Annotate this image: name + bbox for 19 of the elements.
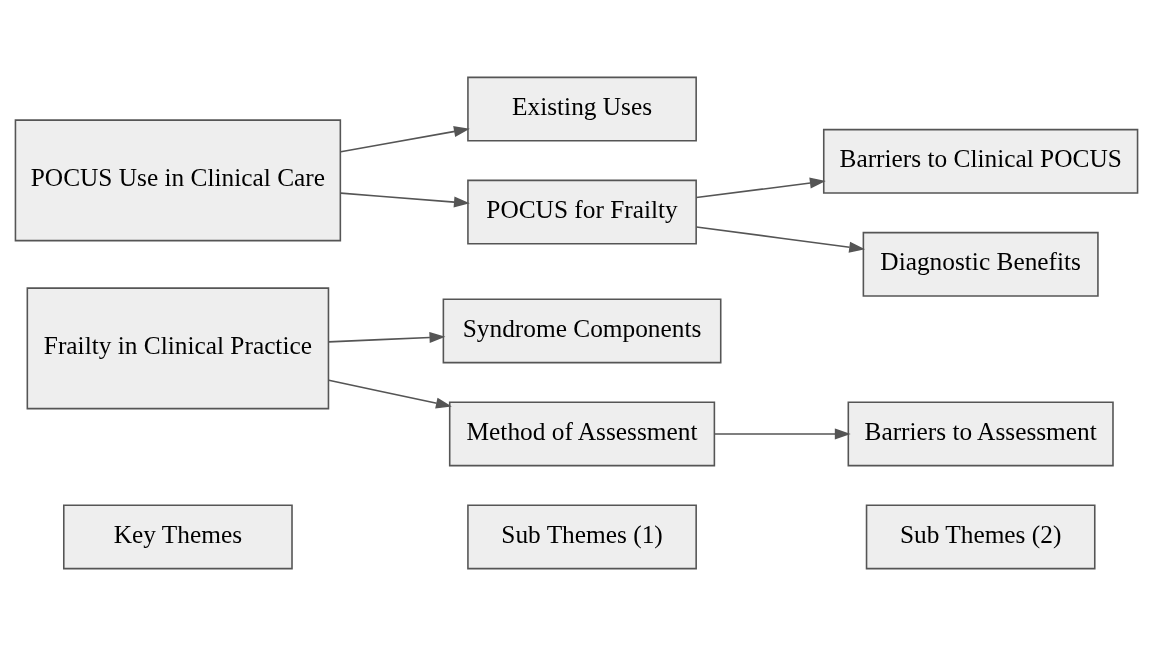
node-box: Existing Uses bbox=[467, 76, 697, 142]
arrow bbox=[695, 226, 866, 253]
arrow bbox=[713, 428, 851, 440]
arrow bbox=[695, 177, 826, 199]
node-box: POCUS for Frailty bbox=[467, 179, 697, 245]
arrow bbox=[340, 192, 470, 208]
node-box: Frailty in Clinical Practice bbox=[26, 287, 330, 410]
arrow bbox=[328, 331, 446, 344]
node-box: Diagnostic Benefits bbox=[862, 231, 1099, 297]
node-box: Barriers to Clinical POCUS bbox=[822, 128, 1139, 194]
node-box: Key Themes bbox=[63, 504, 293, 570]
node-box: Sub Themes (1) bbox=[467, 504, 697, 570]
node-box: Barriers to Assessment bbox=[847, 401, 1114, 467]
arrow bbox=[340, 126, 470, 153]
node-box: POCUS Use in Clinical Care bbox=[14, 119, 342, 242]
node-box: Method of Assessment bbox=[448, 401, 716, 467]
node-box: Syndrome Components bbox=[442, 298, 722, 364]
node-box: Sub Themes (2) bbox=[865, 504, 1096, 570]
arrow bbox=[328, 379, 452, 409]
